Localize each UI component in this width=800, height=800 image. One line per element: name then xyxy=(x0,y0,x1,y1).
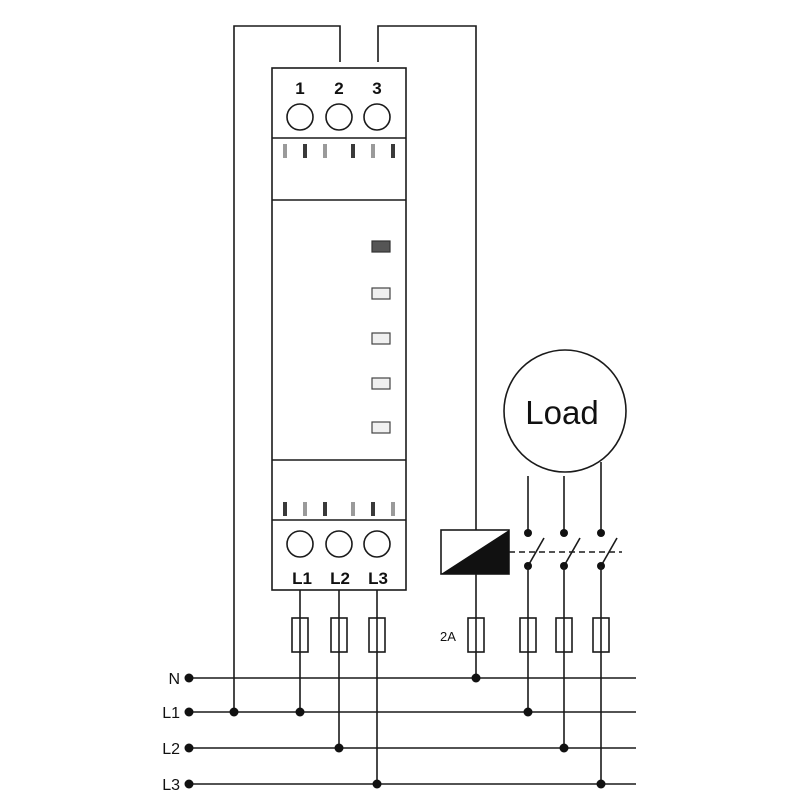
relay-module: 1 2 3 L1 L xyxy=(271,67,407,591)
junction-dots xyxy=(229,673,606,789)
bus-label-l3: L3 xyxy=(162,777,180,794)
bottom-terminal-label-l3: L3 xyxy=(368,569,388,588)
contactor-coil xyxy=(440,529,510,575)
indicator-led-1 xyxy=(371,240,391,253)
bus-label-n: N xyxy=(168,671,180,688)
contact-switch-1 xyxy=(527,537,545,567)
bottom-terminal-label-l2: L2 xyxy=(330,569,350,588)
top-vent-ticks xyxy=(283,144,395,158)
indicator-led-3 xyxy=(371,332,391,345)
coil-fill xyxy=(441,530,509,574)
fuse-rating-label: 2A xyxy=(440,629,456,644)
top-terminal-label-3: 3 xyxy=(372,79,381,98)
load-label: Load xyxy=(525,394,598,431)
top-terminal-label-1: 1 xyxy=(295,79,304,98)
module-outline xyxy=(271,67,407,591)
top-terminal-screw-3 xyxy=(363,103,391,131)
fuses xyxy=(291,617,610,653)
bottom-vent-ticks xyxy=(283,502,395,516)
bottom-terminal-screw-l1 xyxy=(286,530,314,558)
load-circle xyxy=(503,349,627,473)
bottom-terminal-label-l1: L1 xyxy=(292,569,312,588)
bottom-terminal-screw-l3 xyxy=(363,530,391,558)
bus-label-l2: L2 xyxy=(162,741,180,758)
contact-switch-3 xyxy=(600,537,618,567)
bus-label-l1: L1 xyxy=(162,705,180,722)
top-terminal-screw-1 xyxy=(286,103,314,131)
top-terminal-screw-2 xyxy=(325,103,353,131)
indicator-led-4 xyxy=(371,377,391,390)
bus-lines xyxy=(184,673,636,789)
contact-switch-2 xyxy=(563,537,581,567)
bottom-terminal-screw-l2 xyxy=(325,530,353,558)
load-contacts xyxy=(524,462,618,784)
wire-terminal-3-loop xyxy=(377,25,477,530)
wire-terminal-2-loop xyxy=(233,25,341,712)
top-terminal-label-2: 2 xyxy=(334,79,343,98)
indicator-led-5 xyxy=(371,421,391,434)
indicator-led-2 xyxy=(371,287,391,300)
